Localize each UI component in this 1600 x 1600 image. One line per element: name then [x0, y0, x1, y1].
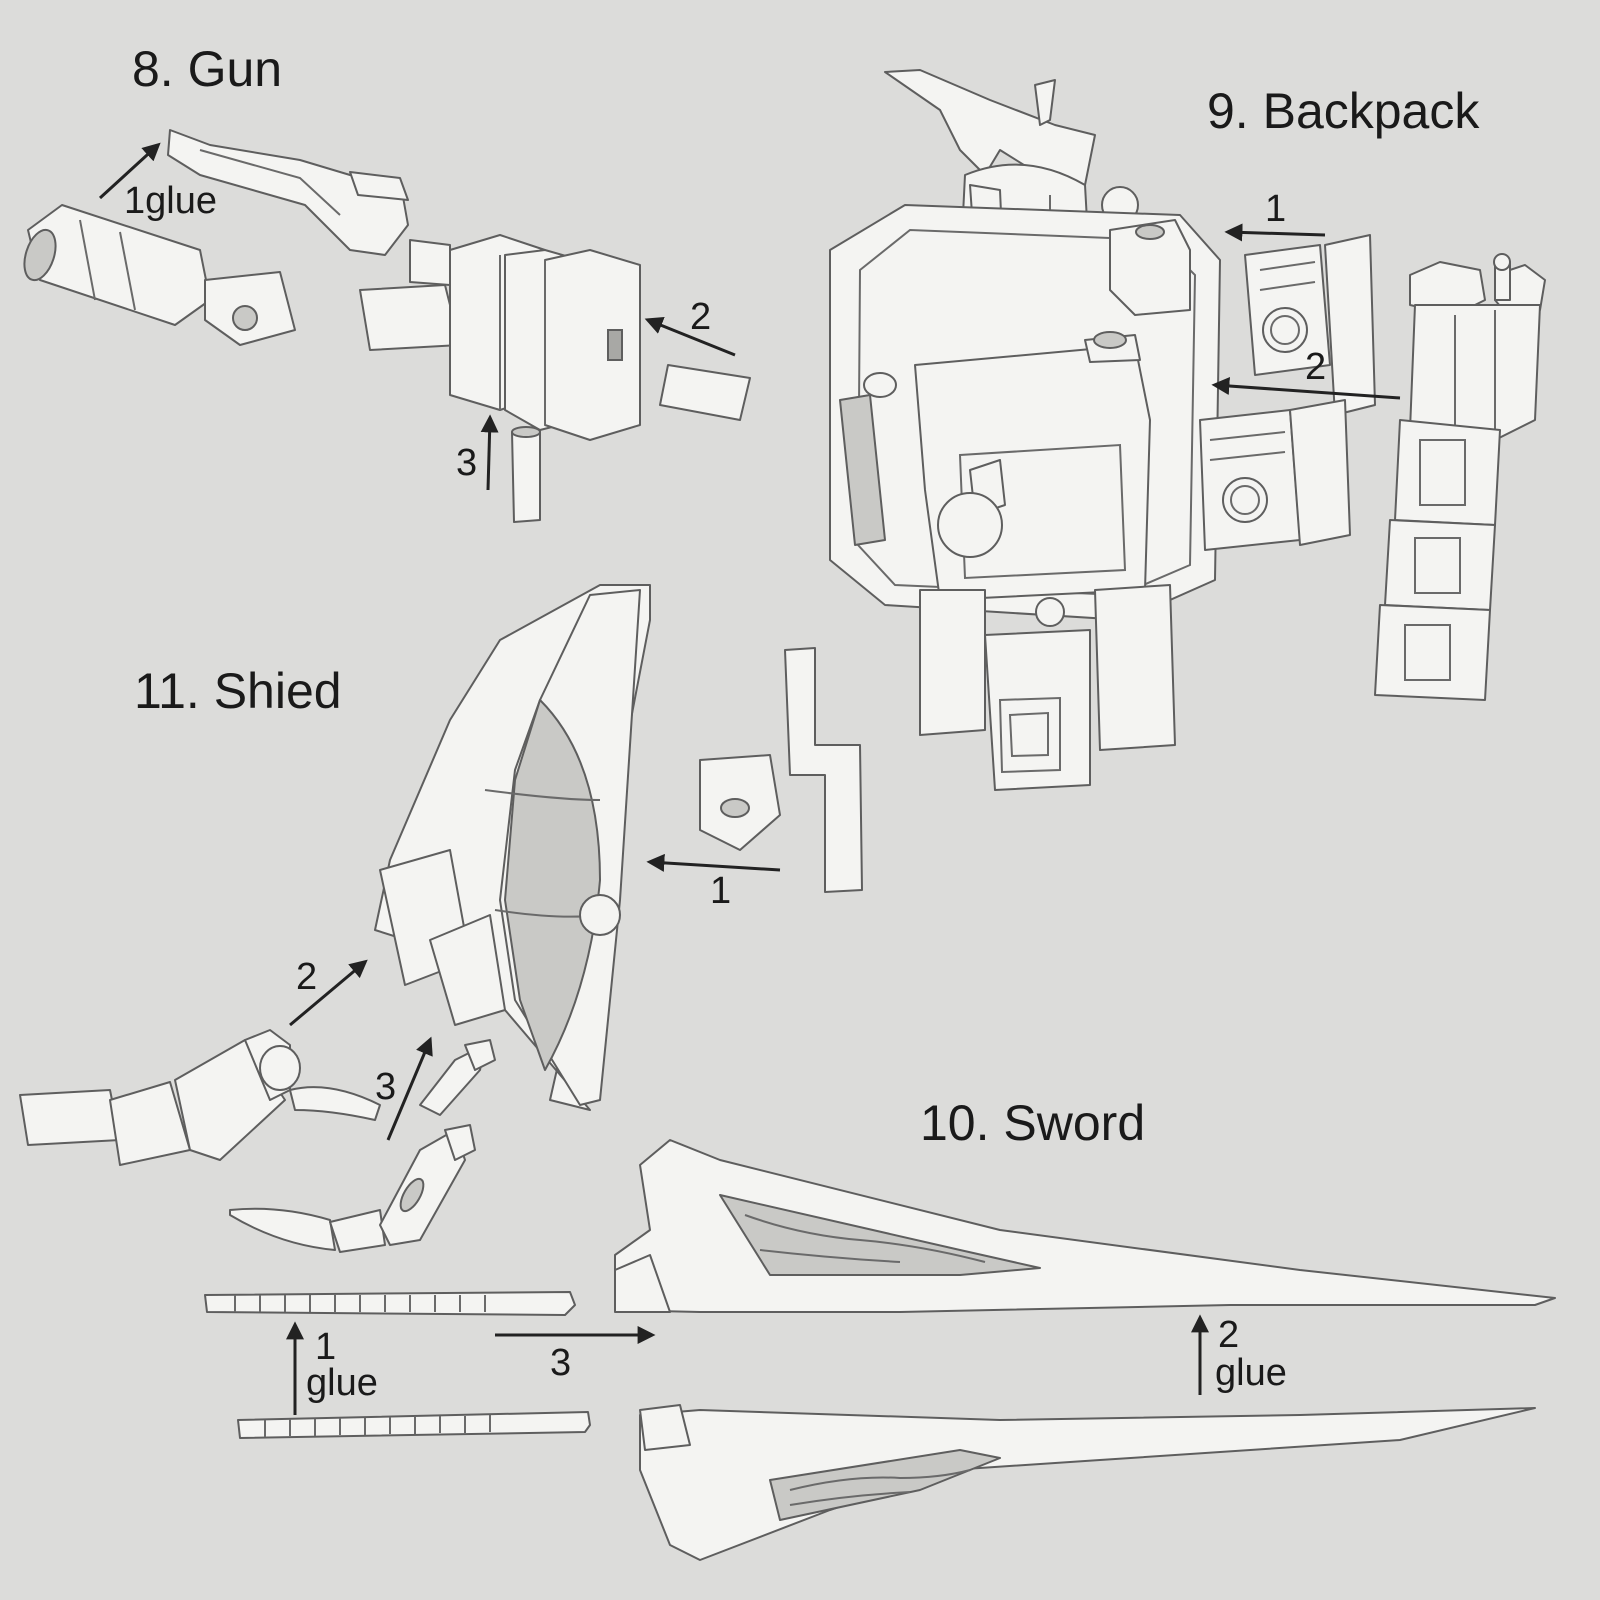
shield-title: 11. Shied: [134, 663, 342, 719]
gun-arrow-2: [644, 317, 736, 357]
gun-top-plate-part: [167, 129, 409, 256]
shield-step-3-label: 3: [375, 1066, 397, 1108]
gun-receiver-part: [359, 234, 641, 441]
shield-bracket-part: [699, 647, 863, 893]
backpack-lower-part: [919, 584, 1176, 791]
sword-blade-lower: [639, 1404, 1536, 1561]
backpack-title: 9. Backpack: [1207, 83, 1480, 139]
sword-blade-upper: [614, 1139, 1556, 1313]
backpack-thruster-lower-part: [1199, 399, 1351, 551]
shield-arrow-2: [289, 959, 368, 1027]
gun-pin-part-2: [659, 364, 751, 421]
sword-step-1-number: 1: [315, 1326, 337, 1368]
gun-barrel-part: [23, 204, 296, 346]
backpack-arrow-1: [1224, 223, 1326, 242]
backpack-thruster-upper-part: [1244, 234, 1376, 416]
sword-handle-rod-lower: [237, 1411, 591, 1439]
sword-step-2-glue: glue: [1215, 1352, 1287, 1394]
gun-assembly: [23, 129, 751, 523]
shield-assembly: [19, 584, 863, 1253]
sword-handle-rod-upper: [204, 1291, 576, 1316]
sword-step-2-number: 2: [1218, 1314, 1240, 1356]
backpack-wing-part: [1374, 253, 1546, 701]
backpack-assembly: [829, 69, 1546, 791]
shield-step-1-label: 1: [710, 870, 732, 912]
shield-arrow-3: [386, 1036, 433, 1141]
sword-step-3-label: 3: [550, 1342, 572, 1384]
shield-tail-part: [229, 1124, 476, 1253]
gun-title: 8. Gun: [132, 41, 283, 97]
gun-arrow-3: [480, 414, 499, 491]
shield-arrow-1: [646, 853, 781, 872]
backpack-ball-joint-part: [937, 459, 1006, 558]
sword-assembly: [204, 1139, 1556, 1561]
sword-step-1-glue: glue: [306, 1362, 378, 1404]
shield-shell-part: [374, 584, 651, 1111]
gun-arrow-1: [98, 142, 161, 200]
shield-arm-part: [19, 1029, 496, 1166]
gun-step-2-label: 2: [690, 296, 712, 338]
backpack-step-2-label: 2: [1305, 346, 1327, 388]
shield-step-2-label: 2: [296, 956, 318, 998]
backpack-step-1-label: 1: [1265, 188, 1287, 230]
backpack-arrow-2: [1211, 377, 1401, 400]
sword-title: 10. Sword: [920, 1095, 1146, 1151]
gun-step-1-label: 1glue: [124, 180, 217, 222]
backpack-body-part: [829, 204, 1221, 621]
gun-pin-part-3: [511, 426, 541, 523]
gun-step-3-label: 3: [456, 442, 478, 484]
